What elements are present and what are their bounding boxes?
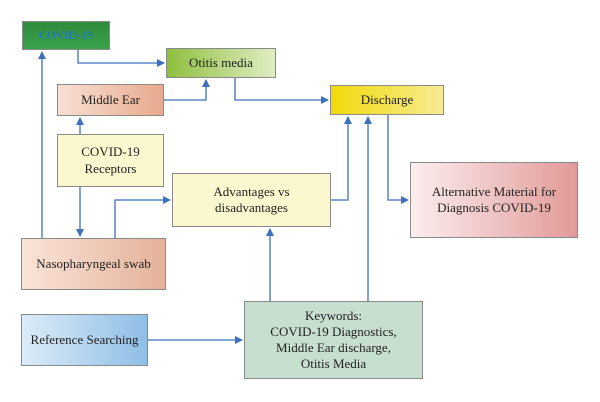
node-middle-ear: Middle Ear [57,84,164,116]
node-nasopharyngeal-swab: Nasopharyngeal swab [21,238,166,290]
node-discharge: Discharge [330,85,444,115]
node-otitis-media: Otitis media [166,48,276,78]
node-discharge-label: Discharge [360,91,414,107]
node-covid19: COVID-19 [22,21,110,50]
connector-otitis-to-discharge [234,78,329,104]
connector-ear-to-otitis [164,79,210,101]
node-nasopharyngeal-swab-label: Nasopharyngeal swab [36,255,151,271]
node-otitis-media-label: Otitis media [189,54,253,70]
node-covid19-label: COVID-19 [39,28,93,42]
node-middle-ear-label: Middle Ear [81,91,140,107]
connector-discharge-to-alternative [387,115,409,204]
node-keywords: Keywords:COVID-19 Diagnostics,Middle Ear… [244,301,423,379]
node-keywords-label: Keywords:COVID-19 Diagnostics,Middle Ear… [270,307,397,372]
connector-swab-to-advantages [114,196,171,238]
connector-covid-to-otitis [77,50,165,67]
connector-advantages-to-discharge [331,116,352,201]
node-reference-searching: Reference Searching [21,314,148,366]
node-reference-searching-label: Reference Searching [30,331,139,347]
